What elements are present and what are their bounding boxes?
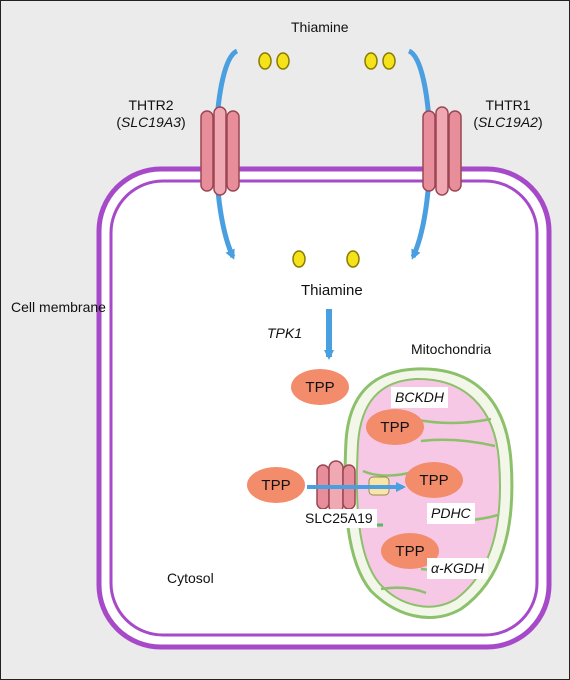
cytosol-label: Cytosol — [153, 564, 228, 593]
enzyme-akgdh: α-KGDH — [427, 558, 489, 579]
transporter-thtr1 — [422, 106, 462, 196]
thiamine-dot — [292, 250, 306, 268]
tpp-cytosol: TPP — [291, 369, 349, 405]
thiamine-dot — [258, 52, 272, 70]
thiamine-dot — [276, 52, 290, 70]
thiamine-dot — [364, 52, 378, 70]
enzyme-pdhc: PDHC — [427, 503, 475, 524]
thtr1-name: THTR1 — [485, 97, 531, 113]
tpp-pre-transport: TPP — [247, 467, 305, 503]
thiamine-molecules — [258, 52, 396, 268]
tpp-bckdh: TPP — [366, 409, 424, 445]
thiamine-dot — [382, 52, 396, 70]
thtr2-gene: (SLC19A3) — [116, 114, 186, 130]
crista-6 — [380, 586, 427, 595]
crista-2 — [420, 438, 496, 448]
tpk1-label: TPK1 — [259, 323, 311, 344]
thtr1-label: THTR1 (SLC19A2) — [463, 97, 553, 131]
slc25a19-label: SLC25A19 — [301, 509, 377, 528]
cell-membrane-label: Cell membrane — [11, 299, 106, 315]
cytosol-thiamine-label: Thiamine — [279, 277, 385, 304]
mitochondria-label: Mitochondria — [399, 337, 504, 362]
crista-3 — [362, 469, 410, 477]
thiamine-dot — [346, 250, 360, 268]
thtr2-name: THTR2 — [128, 97, 174, 113]
title-thiamine: Thiamine — [291, 19, 349, 35]
transporter-thtr2 — [200, 106, 240, 196]
thtr2-label: THTR2 (SLC19A3) — [106, 97, 196, 131]
thtr1-gene: (SLC19A2) — [473, 114, 543, 130]
enzyme-bckdh: BCKDH — [391, 387, 449, 408]
tpp-pdhc: TPP — [405, 462, 463, 498]
